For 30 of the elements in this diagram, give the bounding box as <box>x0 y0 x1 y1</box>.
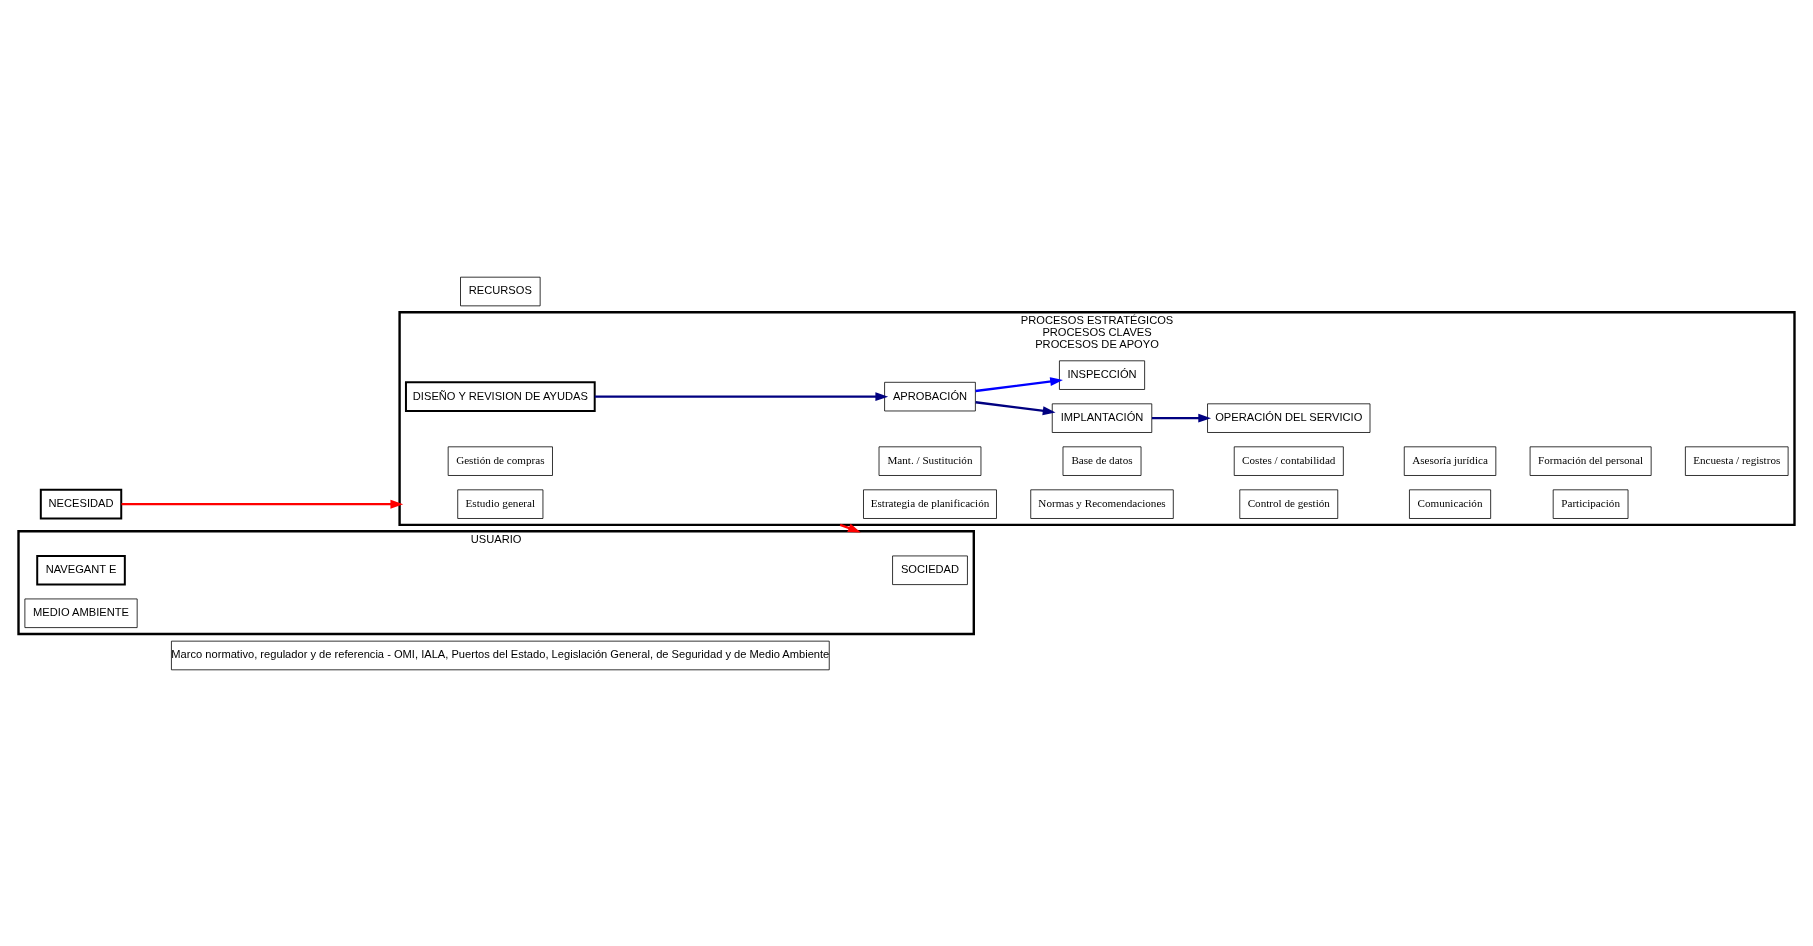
node-box: Asesoría jurídica <box>1403 445 1497 476</box>
node-box: DISEÑO Y REVISION DE AYUDAS <box>404 380 596 412</box>
node-box: Participación <box>1552 488 1629 519</box>
arrow <box>121 499 404 509</box>
arrow <box>975 376 1063 392</box>
node-box: SOCIEDAD <box>892 555 968 585</box>
node-box: Base de datos <box>1062 445 1142 476</box>
node-box: RECURSOS <box>460 276 541 306</box>
arrow <box>975 400 1056 415</box>
node-box: Normas y Recomendaciones <box>1030 488 1174 519</box>
node-box: Estrategia de planificación <box>863 488 997 519</box>
node-box: Encuesta / registros <box>1685 445 1789 476</box>
node-box: OPERACIÓN DEL SERVICIO <box>1207 402 1371 433</box>
node-box: Mant. / Sustitución <box>878 445 982 476</box>
node-box: MEDIO AMBIENTE <box>24 598 138 628</box>
node-box: IMPLANTACIÓN <box>1051 402 1153 433</box>
node-box: Estudio general <box>457 488 544 519</box>
arrow <box>839 523 861 533</box>
node-box: NECESIDAD <box>39 488 123 519</box>
node-box: Gestión de compras <box>447 445 553 476</box>
node-box: Control de gestión <box>1239 488 1339 519</box>
node-box: INSPECCIÓN <box>1059 359 1146 390</box>
node-box: Costes / contabilidad <box>1233 445 1344 476</box>
node-box: Marco normativo, regulador y de referencia - OMI, IALA, Puertos del Estado, Legislación General, de Seguridad y de Medio Ambiente <box>171 640 830 670</box>
node-box: APROBACIÓN <box>884 381 976 411</box>
node-box: Formación del personal <box>1529 445 1652 476</box>
arrow <box>1151 413 1212 423</box>
node-box: NAVEGANT E <box>36 554 126 586</box>
arrow <box>594 391 889 401</box>
node-box: Comunicación <box>1409 488 1492 519</box>
